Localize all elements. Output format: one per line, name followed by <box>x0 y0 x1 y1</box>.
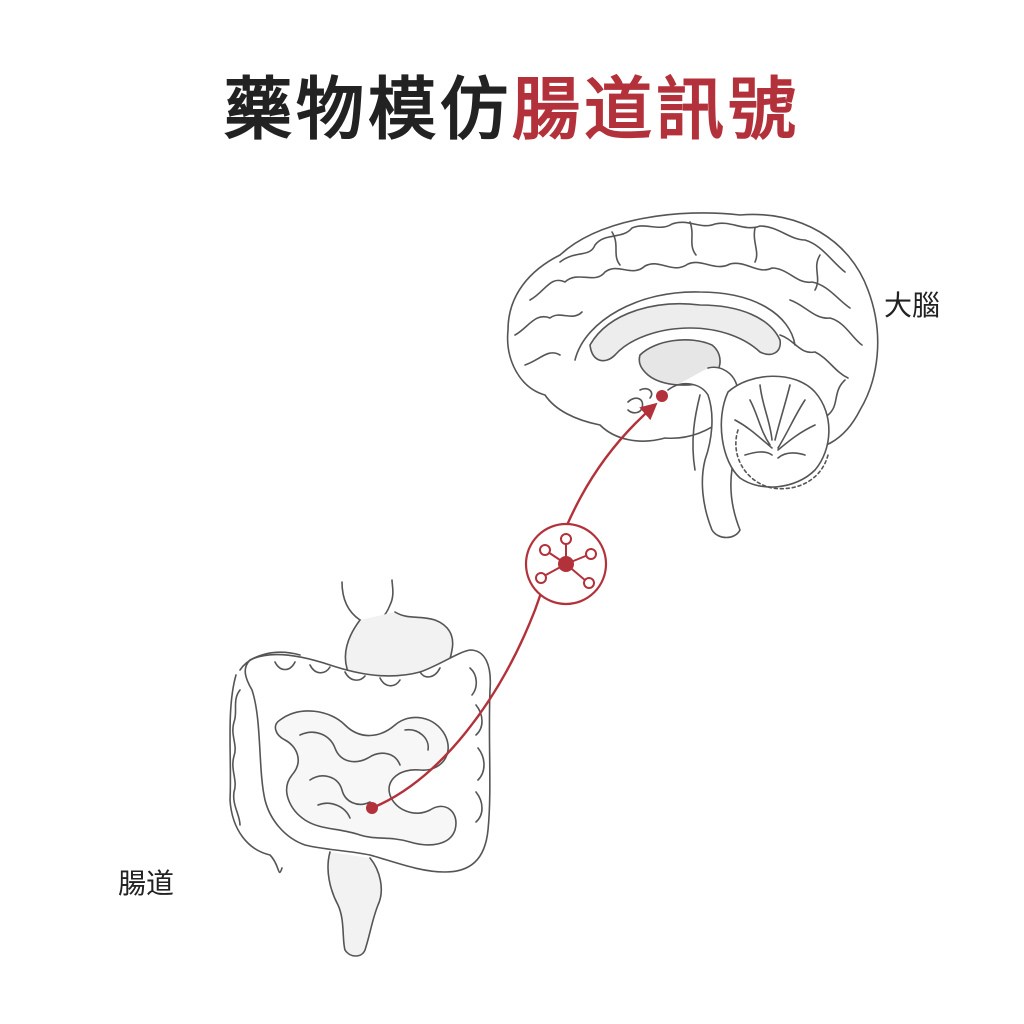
page-title: 藥物模仿腸道訊號 <box>0 70 1024 152</box>
brain-label: 大腦 <box>884 289 941 322</box>
molecule-icon <box>524 522 608 606</box>
intestine-icon <box>229 579 492 957</box>
title-part-drug-mimics: 藥物模仿 <box>223 71 512 150</box>
gut-signal-origin-dot <box>366 802 378 814</box>
signal-arrow <box>371 402 658 810</box>
brain-icon <box>506 212 879 539</box>
gut-label: 腸道 <box>118 867 175 900</box>
brain-signal-target-dot <box>656 390 668 402</box>
title-part-gut-signal: 腸道訊號 <box>512 71 801 150</box>
